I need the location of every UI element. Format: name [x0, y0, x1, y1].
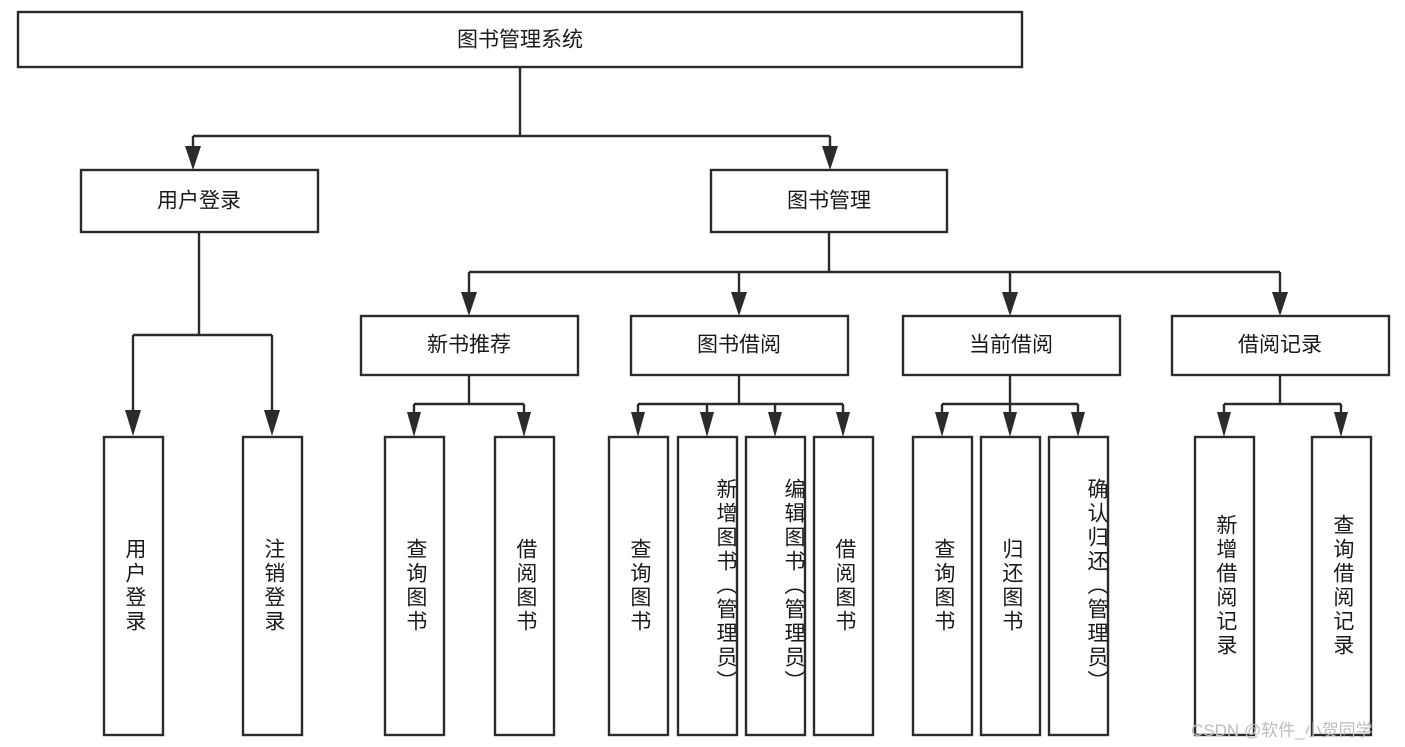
connector-bookmgmt-to-level2: [461, 232, 1288, 316]
node-book-borrow-box[interactable]: [629, 314, 850, 377]
arrow-head-icon: [1002, 292, 1018, 316]
csdn-watermark: CSDN @软件_小贺同学: [1191, 721, 1373, 740]
node-book-management-box[interactable]: [709, 168, 949, 234]
node-root[interactable]: 图书管理系统: [16, 10, 1024, 69]
arrow-head-icon: [935, 412, 949, 437]
node-leaf-return-book-box[interactable]: [979, 435, 1042, 737]
node-leaf-query-record-box[interactable]: [1310, 435, 1373, 737]
arrow-head-icon: [1003, 412, 1017, 437]
node-leaf-add-book-box[interactable]: [676, 435, 739, 737]
arrow-head-icon: [731, 292, 747, 316]
node-leaf-query-book-3-box[interactable]: [911, 435, 974, 737]
node-root-label: 图书管理系统: [457, 29, 583, 52]
arrow-head-icon: [461, 292, 477, 316]
arrow-head-icon: [822, 146, 838, 170]
node-leaf-add-record-box[interactable]: [1193, 435, 1256, 737]
arrow-head-icon: [700, 412, 714, 437]
node-current-borrow-label: 当前借阅: [969, 334, 1053, 357]
node-leaf-borrow-book-2-box[interactable]: [812, 435, 875, 737]
arrow-head-icon: [517, 412, 531, 437]
node-borrow-record[interactable]: 借阅记录: [1170, 314, 1391, 377]
arrow-head-icon: [1071, 412, 1085, 437]
node-user-login-label: 用户登录: [157, 190, 241, 213]
node-borrow-record-box[interactable]: [1170, 314, 1391, 377]
arrow-head-icon: [407, 412, 421, 437]
arrow-head-icon: [1334, 412, 1348, 437]
arrow-head-icon: [185, 146, 201, 170]
node-book-borrow-label: 图书借阅: [697, 334, 781, 357]
node-leaf-logout-box[interactable]: [241, 435, 304, 737]
node-leaf-query-book-1-box[interactable]: [383, 435, 446, 737]
node-leaf-borrow-book-1-box[interactable]: [493, 435, 556, 737]
node-user-login-box[interactable]: [79, 168, 320, 234]
arrow-head-icon: [125, 410, 141, 436]
node-leaf-query-book-2-box[interactable]: [607, 435, 670, 737]
node-leaf-confirm-return-box[interactable]: [1047, 435, 1110, 737]
arrow-head-icon: [836, 412, 850, 437]
node-borrow-record-label: 借阅记录: [1238, 334, 1322, 357]
connector-borrowrecord-to-leaves: [1217, 375, 1348, 437]
arrow-head-icon: [1272, 292, 1288, 316]
arrow-head-icon: [264, 410, 280, 436]
node-user-login[interactable]: 用户登录: [79, 168, 320, 234]
arrow-head-icon: [1217, 412, 1231, 437]
node-leaf-user-login-box[interactable]: [102, 435, 165, 737]
connector-root-to-level1: [185, 67, 838, 170]
node-new-book-recommend-label: 新书推荐: [427, 334, 511, 357]
node-book-management-label: 图书管理: [787, 190, 871, 213]
connector-currentborrow-to-leaves: [935, 375, 1085, 437]
node-book-management[interactable]: 图书管理: [709, 168, 949, 234]
connector-userlogin-to-leaves: [125, 232, 280, 436]
arrow-head-icon: [631, 412, 645, 437]
connector-bookborrow-to-leaves: [631, 375, 850, 437]
node-current-borrow[interactable]: 当前借阅: [901, 314, 1122, 377]
node-book-borrow[interactable]: 图书借阅: [629, 314, 850, 377]
node-new-book-recommend[interactable]: 新书推荐: [359, 314, 580, 377]
arrow-head-icon: [768, 412, 782, 437]
node-root-box[interactable]: [16, 10, 1024, 69]
node-new-book-recommend-box[interactable]: [359, 314, 580, 377]
connector-newbook-to-leaves: [407, 375, 531, 437]
node-current-borrow-box[interactable]: [901, 314, 1122, 377]
node-leaf-edit-book-box[interactable]: [744, 435, 807, 737]
